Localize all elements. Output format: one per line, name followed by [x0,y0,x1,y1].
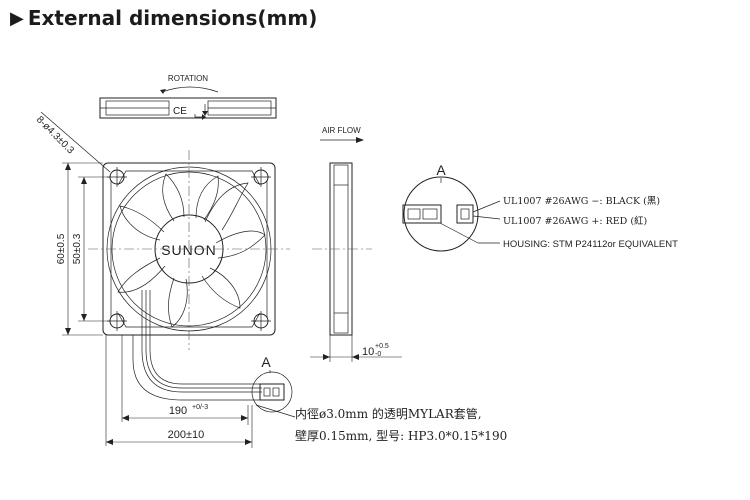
ce-mark: CE [173,106,187,117]
red-wire-leader [472,215,501,220]
top-view: ROTATION CE [99,74,277,120]
hole-callout-label: 8-ø4.3±0.3 [34,114,76,156]
thickness-tol-minus: -0 [375,351,381,358]
rotation-arrow-icon [160,89,166,94]
lead-dim-190-label: 190 [169,405,187,417]
bullet-triangle-icon: ▶ [10,8,24,29]
connector-ref-label: A [261,354,271,370]
connector-pin-2 [272,387,280,397]
hole-callout-leader [40,111,111,173]
sleeve-note-line2: 壁厚0.15mm, 型号: HP3.0*0.15*190 [295,428,507,443]
detail-housing-left [402,204,442,224]
connector-callout-circle [251,371,293,413]
dim-pitch-label: 50±0.3 [72,233,83,264]
side-slot-bottom [333,312,349,334]
side-view: AIR FLOW 10 +0.5 -0 [310,126,402,362]
rotation-indicator-icon [194,114,202,118]
housing-spec: HOUSING: STM P24112or EQUIVALENT [503,239,678,250]
housing-leader [439,222,479,244]
lead-wire-bundle [132,290,262,401]
airflow-label: AIR FLOW [322,126,361,135]
airflow-arrow-icon [356,137,364,143]
rotation-arc [161,86,219,93]
hole-crosshairs [107,167,271,331]
section-title-text: External dimensions(mm) [27,6,318,30]
section-title: ▶External dimensions(mm) [10,6,317,30]
detail-housing-cavity-2 [422,208,438,220]
sleeve-leader [255,404,296,418]
rotation-indicator-arrow-icon [202,114,206,120]
red-wire-spec: UL1007 #26AWG +: RED (紅) [503,216,647,227]
brand-label: SUNON [161,242,217,258]
sleeve-note-line1: 内徑ø3.0mm 的透明MYLAR套管, [295,406,482,421]
detail-housing-right [456,204,474,224]
rotation-label: ROTATION [168,74,208,83]
fan-blades [117,173,266,328]
connector-pin-1 [263,387,271,397]
lead-dim-200-label: 200±10 [168,429,205,441]
black-wire-leader [472,200,501,213]
dim-outer-label: 60±0.5 [56,233,67,264]
side-slot-top [333,164,349,186]
detail-housing-cavity [407,208,421,220]
detail-ref-label: A [436,162,446,178]
thickness-label: 10 [362,346,374,358]
detail-pin-block [460,208,470,220]
connector-detail: A UL1007 #26AWG −: BLACK (黑) UL1007 #26A… [402,162,678,252]
airflow-indicator-arrow-icon [202,111,208,116]
front-view: 8-ø4.3±0.3 [34,111,507,448]
black-wire-spec: UL1007 #26AWG −: BLACK (黑) [503,196,660,207]
lead-dim-190-tolerance: +0/-3 [192,404,208,411]
detail-circle [403,176,479,252]
connector-housing-small [259,383,285,401]
thickness-tol-plus: +0.5 [375,343,389,350]
